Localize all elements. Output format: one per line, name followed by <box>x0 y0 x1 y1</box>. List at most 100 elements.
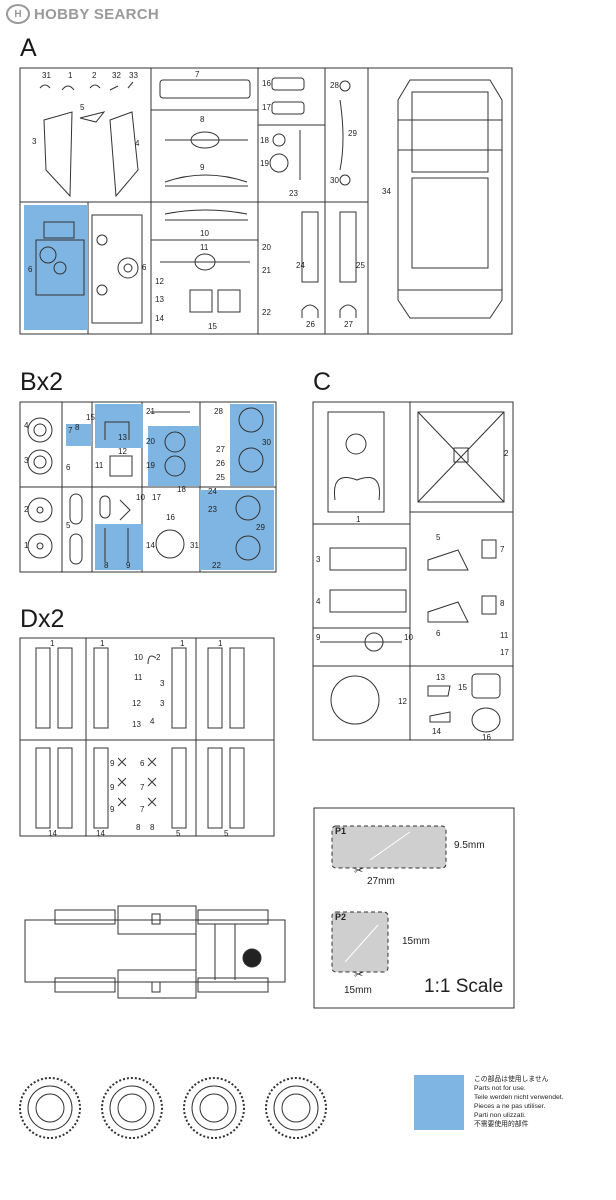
part-number: 2 <box>156 653 161 662</box>
part-number: 31 <box>190 541 199 550</box>
part-number: 30 <box>330 176 339 185</box>
legend-line-fr: Pieces a ne pas utiliser. <box>474 1103 546 1110</box>
part-number: 28 <box>214 407 223 416</box>
part-number: 13 <box>155 295 164 304</box>
part-number: 22 <box>212 561 221 570</box>
part-number: 32 <box>112 71 121 80</box>
part-number: 8 <box>200 115 205 124</box>
part-number: 8 <box>136 823 141 832</box>
part-number: 23 <box>289 189 298 198</box>
part-a15-right <box>217 289 241 313</box>
sprue-c-frame <box>312 401 514 741</box>
part-number: 11 <box>200 243 209 252</box>
part-a26 <box>301 304 319 318</box>
p2-width: 15mm <box>344 985 372 996</box>
part-number: 11 <box>134 673 143 682</box>
part-number: 5 <box>176 829 181 838</box>
part-a24 <box>301 211 319 283</box>
part-number: 6 <box>142 263 147 272</box>
part-number: 27 <box>216 445 225 454</box>
part-number: 5 <box>80 103 85 112</box>
part-number: 5 <box>224 829 229 838</box>
part-number: 1 <box>50 639 55 648</box>
section-d-label: Dx2 <box>20 605 65 633</box>
part-number: 27 <box>344 320 353 329</box>
unused-part-a6 <box>24 205 88 330</box>
part-number: 1 <box>218 639 223 648</box>
part-a18 <box>272 133 286 147</box>
legend-line-en: Parts not for use. <box>474 1085 526 1092</box>
section-b-label: Bx2 <box>20 368 64 396</box>
part-number: 9 <box>110 783 115 792</box>
part-a30 <box>339 174 351 186</box>
part-number: 9 <box>110 759 115 768</box>
part-number: 21 <box>262 266 271 275</box>
section-a-label: A <box>20 34 37 62</box>
part-a16 <box>271 77 305 91</box>
part-number: 9 <box>126 561 131 570</box>
part-number: 25 <box>216 473 225 482</box>
part-number: 5 <box>66 521 71 530</box>
part-number: 19 <box>260 159 269 168</box>
part-number: 17 <box>262 103 271 112</box>
part-numbers: 31 1 2 32 33 7 16 17 28 5 3 4 29 18 19 8… <box>24 70 509 838</box>
part-number: 7 <box>140 783 145 792</box>
part-number: 3 <box>316 555 321 564</box>
part-a34-hull <box>397 79 503 319</box>
part-number: 34 <box>382 187 391 196</box>
part-number: 21 <box>146 407 155 416</box>
part-number: 10 <box>200 229 209 238</box>
part-number: 13 <box>118 433 127 442</box>
parts-d-details <box>35 647 245 829</box>
part-number: 16 <box>262 79 271 88</box>
part-number: 10 <box>136 493 145 502</box>
part-number: 18 <box>260 136 269 145</box>
legend-line-zh: 不需要使用的部件 <box>474 1121 529 1128</box>
part-number: 14 <box>96 829 105 838</box>
p2-label: P2 <box>335 912 347 922</box>
part-a7 <box>159 79 251 99</box>
part-number: 16 <box>482 733 491 742</box>
part-number: 29 <box>348 129 357 138</box>
hobby-search-logo: H <box>6 4 30 24</box>
part-number: 14 <box>48 829 57 838</box>
part-number: 9 <box>110 805 115 814</box>
part-number: 9 <box>316 633 321 642</box>
p2-height: 15mm <box>402 936 430 947</box>
part-number: 19 <box>146 461 155 470</box>
part-number: 17 <box>152 493 161 502</box>
p1-label: P1 <box>335 826 347 836</box>
part-number: 33 <box>129 71 138 80</box>
part-number: 8 <box>75 423 80 432</box>
part-number: 12 <box>398 697 407 706</box>
parts-a-small-top <box>39 81 134 91</box>
part-number: 29 <box>256 523 265 532</box>
part-number: 10 <box>404 633 413 642</box>
part-number: 1 <box>180 639 185 648</box>
part-a28 <box>339 80 351 92</box>
part-a27 <box>339 304 357 318</box>
part-number: 3 <box>160 679 165 688</box>
parts-b-details <box>27 407 264 565</box>
legend-line-de: Teile werden nicht verwendet. <box>474 1094 564 1101</box>
part-number: 13 <box>436 673 445 682</box>
part-number: 30 <box>262 438 271 447</box>
part-number: 14 <box>155 314 164 323</box>
part-number: 10 <box>134 653 143 662</box>
part-number: 1 <box>100 639 105 648</box>
scissors-icon-p2: ✂ <box>354 969 363 981</box>
part-number: 2 <box>504 449 509 458</box>
legend-line-it: Parti non ulizzati. <box>474 1112 526 1119</box>
scissors-icon-p1: ✂ <box>354 865 363 877</box>
part-number: 8 <box>150 823 155 832</box>
part-number: 11 <box>500 631 509 640</box>
clear-part-p2 <box>331 911 389 973</box>
part-number: 7 <box>140 805 145 814</box>
part-number: 7 <box>195 70 200 79</box>
part-number: 7 <box>500 545 505 554</box>
scale-label: 1:1 Scale <box>424 976 504 997</box>
part-number: 8 <box>104 561 109 570</box>
part-number: 26 <box>216 459 225 468</box>
part-number: 13 <box>132 720 141 729</box>
part-number: 1 <box>356 515 361 524</box>
